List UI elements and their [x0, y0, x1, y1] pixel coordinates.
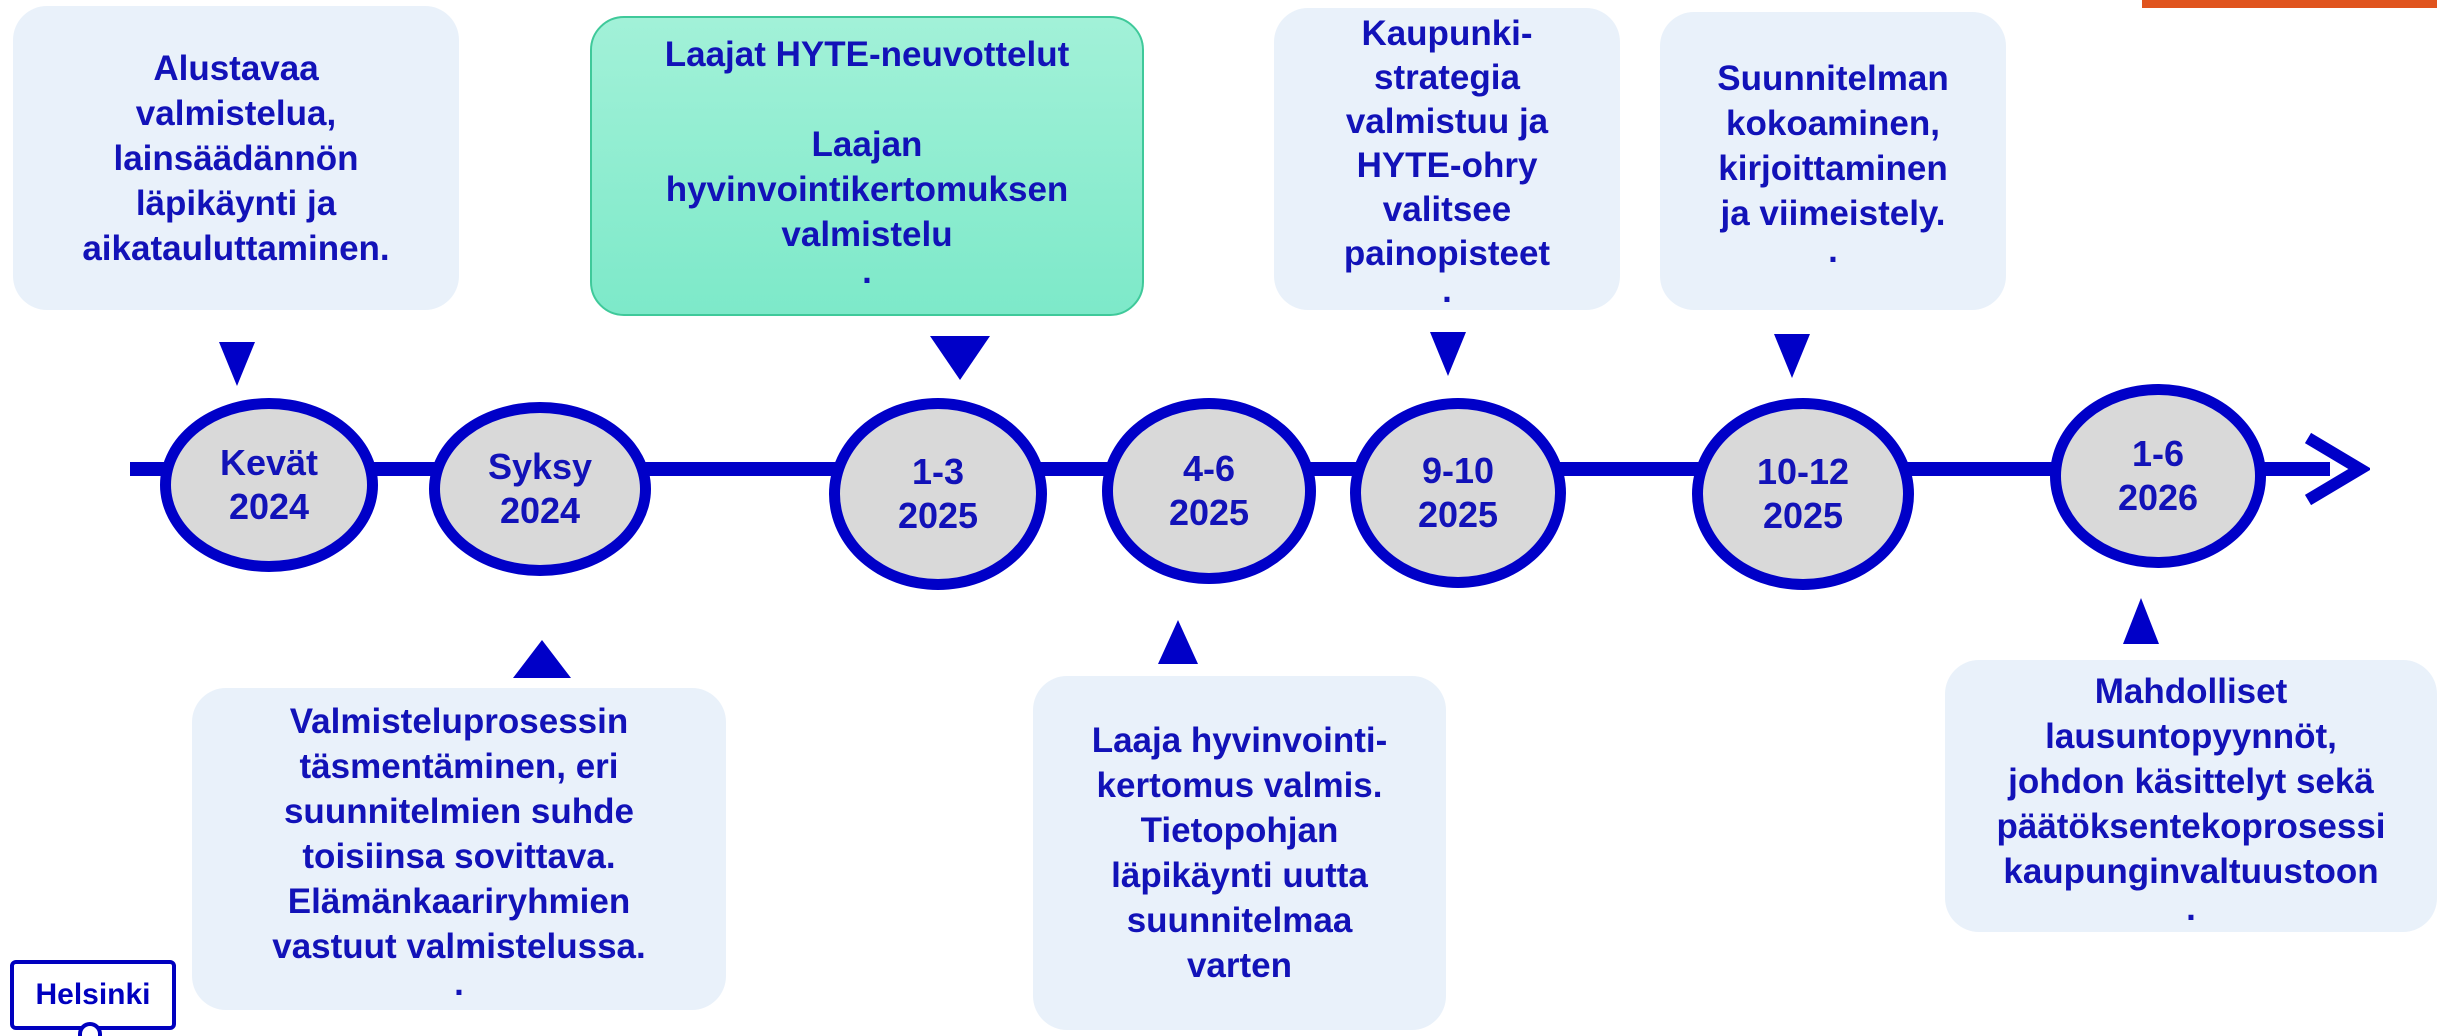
logo-notch-shape: [78, 1022, 102, 1036]
box-line: kokoaminen,: [1726, 104, 1940, 143]
box-line: johdon käsittelyt sekä: [2008, 761, 2374, 801]
milestone-label: 1-6: [2131, 433, 2185, 474]
box-line: päätöksentekoprosessi: [1996, 806, 2386, 846]
helsinki-logo: Helsinki: [10, 960, 176, 1030]
box-line: Laajat HYTE-neuvottelut: [664, 35, 1070, 74]
milestone-label: 4-6: [1182, 448, 1236, 489]
box-line: läpikäynti uutta: [1111, 856, 1368, 895]
box-line: Tietopohjan: [1140, 811, 1339, 850]
box-line: Suunnitelman: [1717, 59, 1949, 98]
milestone-year: 2024: [499, 490, 581, 531]
bottom-box-welfare-report-ready: Laaja hyvinvointi- kertomus valmis. Tiet…: [1033, 676, 1446, 1030]
pointer-down-9-10-2025: [1430, 332, 1466, 376]
box-line: Alustavaa: [153, 48, 319, 88]
box-line: läpikäynti ja: [135, 183, 337, 223]
bottom-box-statements-decisions: Mahdolliset lausuntopyynnöt, johdon käsi…: [1945, 660, 2437, 932]
box-dot: .: [1828, 231, 1838, 270]
pointer-up-1-6-2026: [2123, 598, 2159, 644]
milestone-label: 10-12: [1756, 451, 1850, 492]
top-box-hyte-negotiations: Laajat HYTE-neuvottelut Laajan hyvinvoin…: [590, 16, 1144, 316]
top-box-preparation: Alustavaa valmistelua, lainsäädännön läp…: [13, 6, 459, 310]
box-line: suunnitelmien suhde: [283, 792, 635, 831]
milestone-label: 9-10: [1421, 450, 1495, 491]
box-line: valmistelua,: [135, 93, 337, 133]
box-line: Elämänkaariryhmien: [287, 882, 631, 921]
milestone-4-6-2025: 4-6 2025: [1102, 398, 1316, 584]
timeline-arrowhead: [2304, 432, 2370, 506]
logo-text: Helsinki: [35, 978, 151, 1011]
box-line: Mahdolliset: [2094, 671, 2288, 711]
top-box-city-strategy: Kaupunki- strategia valmistuu ja HYTE-oh…: [1274, 8, 1620, 310]
box-line: Kaupunki-: [1361, 14, 1533, 53]
pointer-up-4-6-2025: [1158, 620, 1198, 664]
box-line: varten: [1186, 946, 1293, 985]
box-line: kaupunginvaltuustoon: [2003, 851, 2379, 891]
box-line: valitsee: [1382, 190, 1512, 229]
box-line: lainsäädännön: [113, 138, 359, 178]
milestone-year: 2025: [897, 495, 979, 536]
box-line: strategia: [1374, 58, 1520, 97]
milestone-10-12-2025: 10-12 2025: [1692, 398, 1914, 590]
box-line: toisiinsa sovittava.: [302, 837, 616, 876]
box-line: valmistuu ja: [1345, 102, 1549, 141]
milestone-kevat-2024: Kevät 2024: [160, 398, 378, 572]
bottom-box-process-refinement: Valmisteluprosessin täsmentäminen, eri s…: [192, 688, 726, 1010]
box-line: aikatauluttaminen.: [82, 228, 390, 268]
milestone-year: 2025: [1417, 494, 1499, 535]
milestone-year: 2025: [1762, 495, 1844, 536]
pointer-down-10-12-2025: [1774, 334, 1810, 378]
box-line: kertomus valmis.: [1096, 766, 1383, 805]
box-dot: .: [862, 252, 872, 291]
milestone-year: 2025: [1168, 492, 1250, 533]
box-dot: .: [454, 964, 464, 1003]
milestone-1-6-2026: 1-6 2026: [2050, 384, 2266, 568]
box-dot: .: [1442, 271, 1452, 310]
box-line: vastuut valmistelussa.: [272, 927, 646, 966]
box-line: suunnitelmaa: [1126, 901, 1353, 940]
box-line: HYTE-ohry: [1356, 146, 1538, 185]
milestone-label: 1-3: [911, 451, 965, 492]
milestone-label: Kevät: [219, 442, 319, 483]
box-line: täsmentäminen, eri: [299, 747, 619, 786]
box-line: ja viimeistely.: [1720, 194, 1946, 233]
box-dot: .: [2186, 888, 2196, 928]
milestone-year: 2026: [2117, 477, 2199, 518]
pointer-down-1-3-2025: [930, 336, 990, 380]
milestone-9-10-2025: 9-10 2025: [1350, 398, 1566, 588]
box-line: Laajan: [811, 125, 923, 164]
milestone-syksy-2024: Syksy 2024: [429, 402, 651, 576]
box-line: kirjoittaminen: [1718, 149, 1948, 188]
box-line: Valmisteluprosessin: [289, 702, 629, 741]
box-line: hyvinvointikertomuksen: [665, 170, 1069, 209]
pointer-down-kevat: [219, 342, 255, 386]
box-line: valmistelu: [781, 215, 953, 254]
box-line: painopisteet: [1343, 234, 1551, 273]
milestone-year: 2024: [228, 486, 310, 527]
milestone-label: Syksy: [487, 446, 593, 487]
pointer-up-syksy: [513, 640, 571, 678]
milestone-1-3-2025: 1-3 2025: [829, 398, 1047, 590]
box-line: lausuntopyynnöt,: [2045, 716, 2337, 756]
top-box-plan-compilation: Suunnitelman kokoaminen, kirjoittaminen …: [1660, 12, 2006, 310]
box-line: Laaja hyvinvointi-: [1091, 721, 1388, 760]
corner-accent: [2142, 0, 2437, 8]
